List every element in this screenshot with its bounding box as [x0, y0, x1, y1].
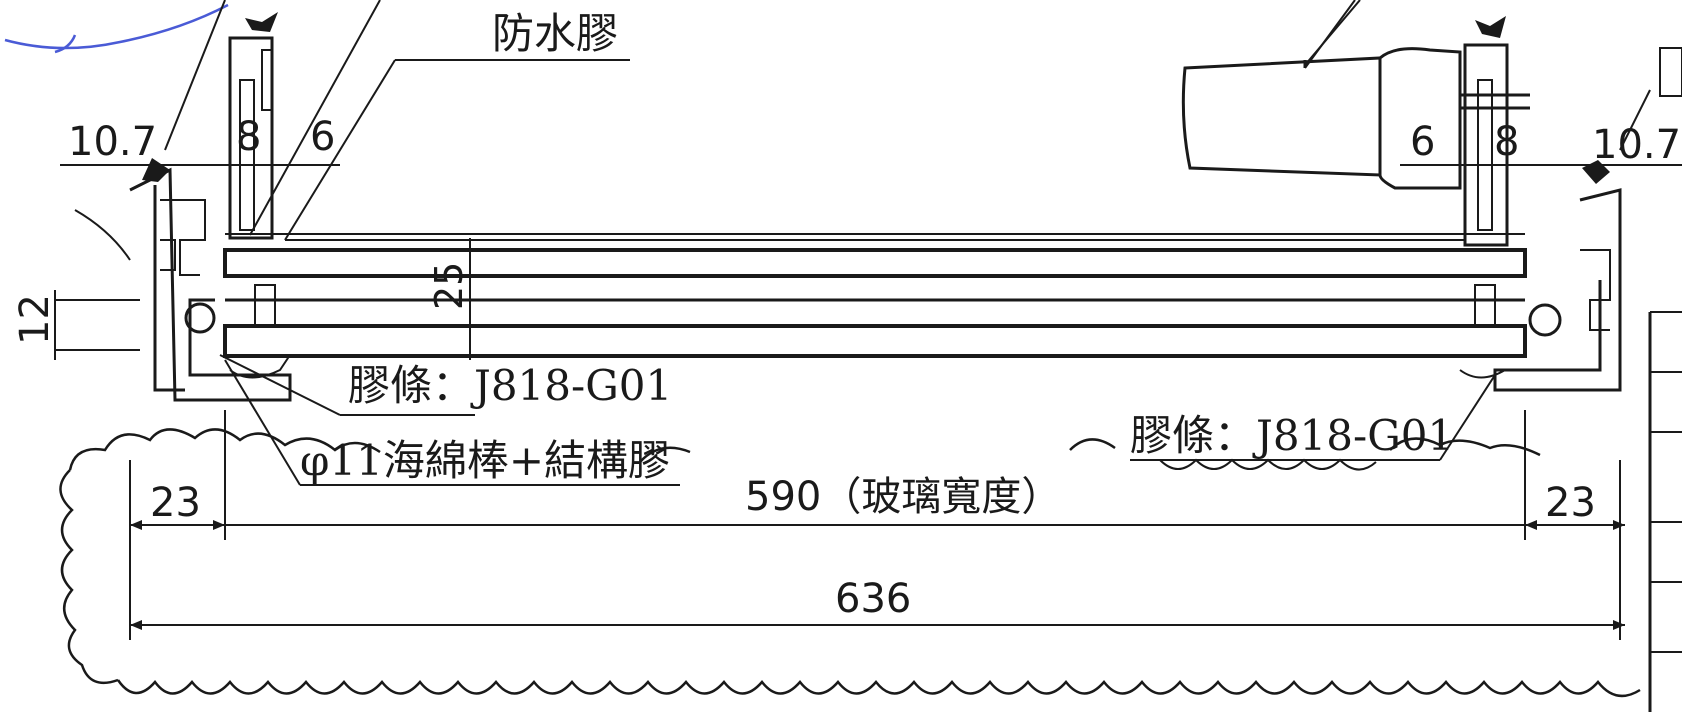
pen-annotation-stroke	[4, 3, 229, 50]
dim-left-gap-8: 8	[236, 114, 261, 160]
dim-total-width: 636	[835, 576, 911, 622]
glass-width-label: 590（玻璃寬度）	[745, 474, 1061, 520]
gasket-label-right: 膠條：J818-G01	[1130, 411, 1454, 460]
waterproof-glue-label: 防水膠	[492, 9, 618, 58]
dim-left-gap-6: 6	[310, 114, 335, 160]
left-top-seal	[245, 12, 278, 32]
dim-right-offset: 10.7	[1592, 122, 1681, 168]
title-block-fragment	[1648, 47, 1682, 712]
glass-unit	[223, 233, 1527, 358]
dim-left-edge: 23	[150, 480, 201, 526]
revision-cloud	[59, 428, 1641, 698]
left-seal-wedge	[142, 158, 170, 182]
pen-annotation-hook	[54, 34, 77, 54]
leader-lines	[60, 0, 1682, 486]
backer-rod-label: φ11海綿棒+結構膠	[300, 436, 670, 485]
dim-left-offset: 10.7	[68, 119, 157, 165]
dim-right-gap-6: 6	[1410, 119, 1435, 165]
dim-height-12: 12	[12, 294, 58, 345]
inner-glass-pane	[223, 324, 1527, 358]
left-frame-profile	[74, 12, 292, 402]
outer-glass-pane	[223, 248, 1527, 278]
dimension-lines	[54, 238, 1625, 640]
dim-right-edge: 23	[1545, 480, 1596, 526]
right-frame-profile	[1459, 16, 1622, 392]
dim-glass-thickness: 25	[427, 262, 471, 310]
right-top-seal	[1475, 16, 1506, 38]
gasket-label-left: 膠條：J818-G01	[348, 361, 672, 410]
dim-right-gap-8: 8	[1494, 119, 1519, 165]
